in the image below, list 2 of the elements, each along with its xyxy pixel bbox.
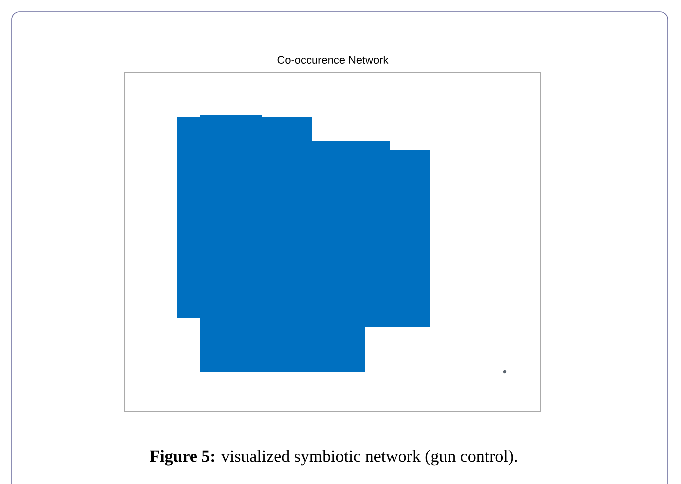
figure-caption: Figure 5: visualized symbiotic network (gun control).	[150, 450, 518, 466]
chart-title: Co-occurence Network	[278, 56, 389, 64]
